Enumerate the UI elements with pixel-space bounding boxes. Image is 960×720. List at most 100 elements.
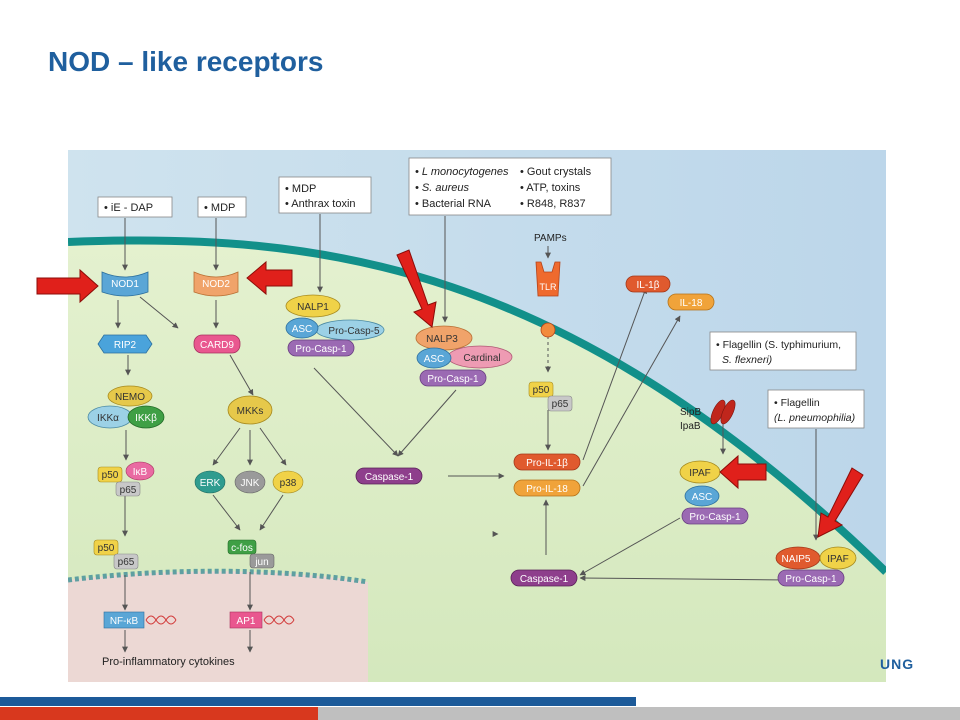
- jnk-label: JNK: [241, 478, 260, 489]
- node-p50-a: p50: [97, 466, 123, 483]
- node-mkks: MKKs: [227, 395, 273, 425]
- node-ipaf: IPAF: [679, 460, 721, 484]
- nalp3-label: NALP3: [426, 334, 458, 345]
- node-nemo: NEMO: [107, 385, 153, 407]
- asc2-label: ASC: [424, 354, 445, 365]
- footer-bar-gray: [318, 707, 960, 720]
- node-procasp1-a: Pro-Casp-1: [287, 339, 355, 357]
- stimulus-mdp-label: • MDP: [204, 202, 235, 214]
- node-ipaf-2: IPAF: [819, 546, 857, 570]
- cardinal-label: Cardinal: [463, 353, 500, 364]
- node-nod1: NOD1: [101, 271, 149, 297]
- nfkb-label: NF-κB: [110, 616, 139, 627]
- stimulus-r848-label: • R848, R837: [520, 198, 586, 210]
- node-naip5: NAIP5: [775, 546, 821, 570]
- jun-label: jun: [254, 557, 268, 568]
- node-pro-il18: Pro-IL-18: [513, 479, 581, 497]
- procasp1d-label: Pro-Casp-1: [785, 574, 837, 585]
- pamps-label: PAMPs: [534, 233, 567, 244]
- stimulus-listeria-label: • L monocytogenes: [415, 166, 509, 178]
- slide-title: NOD – like receptors: [48, 46, 324, 77]
- node-procasp1-b: Pro-Casp-1: [419, 369, 487, 387]
- stimulus-flag1b-label: S. flexneri): [722, 354, 772, 366]
- node-procasp1-c: Pro-Casp-1: [681, 507, 749, 525]
- caspase1a-label: Caspase-1: [365, 472, 414, 483]
- node-asc-1: ASC: [285, 317, 319, 339]
- sipb-ipab-channel: [710, 399, 736, 425]
- node-nalp1: NALP1: [285, 294, 341, 318]
- asc3-label: ASC: [692, 492, 713, 503]
- stimulus-flagellin-1: • Flagellin (S. typhimurium, S. flexneri…: [709, 331, 857, 371]
- stimulus-nalp3: • L monocytogenes • S. aureus • Bacteria…: [408, 157, 612, 216]
- p65b-label: p65: [118, 557, 135, 568]
- tlr-receptor: TLR: [535, 261, 561, 338]
- stimulus-rna-label: • Bacterial RNA: [415, 198, 492, 210]
- nemo-label: NEMO: [115, 392, 145, 403]
- naip5-label: NAIP5: [782, 554, 811, 565]
- node-ap1: AP1: [229, 611, 295, 629]
- procasp1c-label: Pro-Casp-1: [689, 512, 741, 523]
- node-jun: jun: [249, 553, 275, 569]
- stimulus-ie-dap-label: • iE - DAP: [104, 202, 153, 214]
- procasp1b-label: Pro-Casp-1: [427, 374, 479, 385]
- node-nod2: NOD2: [193, 271, 239, 297]
- node-nfkb: NF-κB: [103, 611, 177, 629]
- erk-label: ERK: [200, 478, 221, 489]
- cytokines-label: Pro-inflammatory cytokines: [102, 656, 235, 668]
- stimulus-flag1a-label: • Flagellin (S. typhimurium,: [716, 339, 841, 351]
- stimulus-mdp-anthrax: • MDP • Anthrax toxin: [278, 176, 372, 214]
- stimulus-ie-dap: • iE - DAP: [97, 196, 173, 218]
- ikka-label: IKKα: [97, 413, 119, 424]
- cfos-label: c-fos: [231, 543, 253, 554]
- il1b-label: IL-1β: [637, 280, 660, 291]
- p50b-label: p50: [98, 543, 115, 554]
- node-p65-c: p65: [547, 395, 573, 412]
- p38-label: p38: [280, 478, 297, 489]
- node-asc-3: ASC: [684, 485, 720, 507]
- node-caspase1-b: Caspase-1: [510, 569, 578, 587]
- node-procasp1-d: Pro-Casp-1: [777, 569, 845, 587]
- node-ikkb: IKKβ: [127, 405, 165, 429]
- stimulus-flagellin-2: • Flagellin (L. pneumophilia): [767, 389, 865, 429]
- node-nalp3: NALP3: [415, 325, 473, 351]
- footer-bar-blue: [0, 697, 636, 706]
- proil1b-label: Pro-IL-1β: [526, 458, 568, 469]
- caspase1b-label: Caspase-1: [520, 574, 569, 585]
- asc1-label: ASC: [292, 324, 313, 335]
- stimulus-flag2a-label: • Flagellin: [774, 397, 820, 409]
- card9-label: CARD9: [200, 340, 234, 351]
- nlr-pathway-diagram: • iE - DAP • MDP • MDP • Anthrax toxin •…: [68, 150, 886, 682]
- nod2-label: NOD2: [202, 279, 230, 290]
- node-cfos: c-fos: [227, 539, 257, 555]
- corner-text: UNG: [880, 656, 915, 672]
- ikb-label: IκB: [133, 467, 148, 478]
- stimulus-mdp2-label: • MDP: [285, 183, 316, 195]
- p65c-label: p65: [552, 399, 569, 410]
- ipaf-label: IPAF: [689, 468, 710, 479]
- p50a-label: p50: [102, 470, 119, 481]
- footer-bar-red: [0, 707, 318, 720]
- procasp5-label: Pro-Casp-5: [328, 326, 380, 337]
- node-pro-il1b: Pro-IL-1β: [513, 453, 581, 471]
- node-ikb: IκB: [125, 461, 155, 481]
- node-il18: IL-18: [667, 293, 715, 311]
- nucleus: [68, 571, 368, 682]
- node-p50-b: p50: [93, 539, 119, 556]
- connector-arrows: [115, 214, 819, 653]
- node-asc-2: ASC: [416, 347, 452, 369]
- ap1-label: AP1: [237, 616, 256, 627]
- il18-label: IL-18: [680, 298, 703, 309]
- node-card9: CARD9: [193, 334, 241, 354]
- nod1-label: NOD1: [111, 279, 139, 290]
- p65a-label: p65: [120, 485, 137, 496]
- mkks-label: MKKs: [237, 406, 264, 417]
- stimulus-gout-label: • Gout crystals: [520, 166, 592, 178]
- node-il1b: IL-1β: [625, 275, 671, 293]
- ikkb-label: IKKβ: [135, 413, 157, 424]
- node-ikka: IKKα: [87, 405, 133, 429]
- node-cardinal: Cardinal: [447, 345, 513, 369]
- stimulus-saureus-label: • S. aureus: [415, 182, 469, 194]
- stimulus-mdp: • MDP: [197, 196, 247, 218]
- tlr-label: TLR: [539, 282, 557, 292]
- node-caspase1-a: Caspase-1: [355, 467, 423, 485]
